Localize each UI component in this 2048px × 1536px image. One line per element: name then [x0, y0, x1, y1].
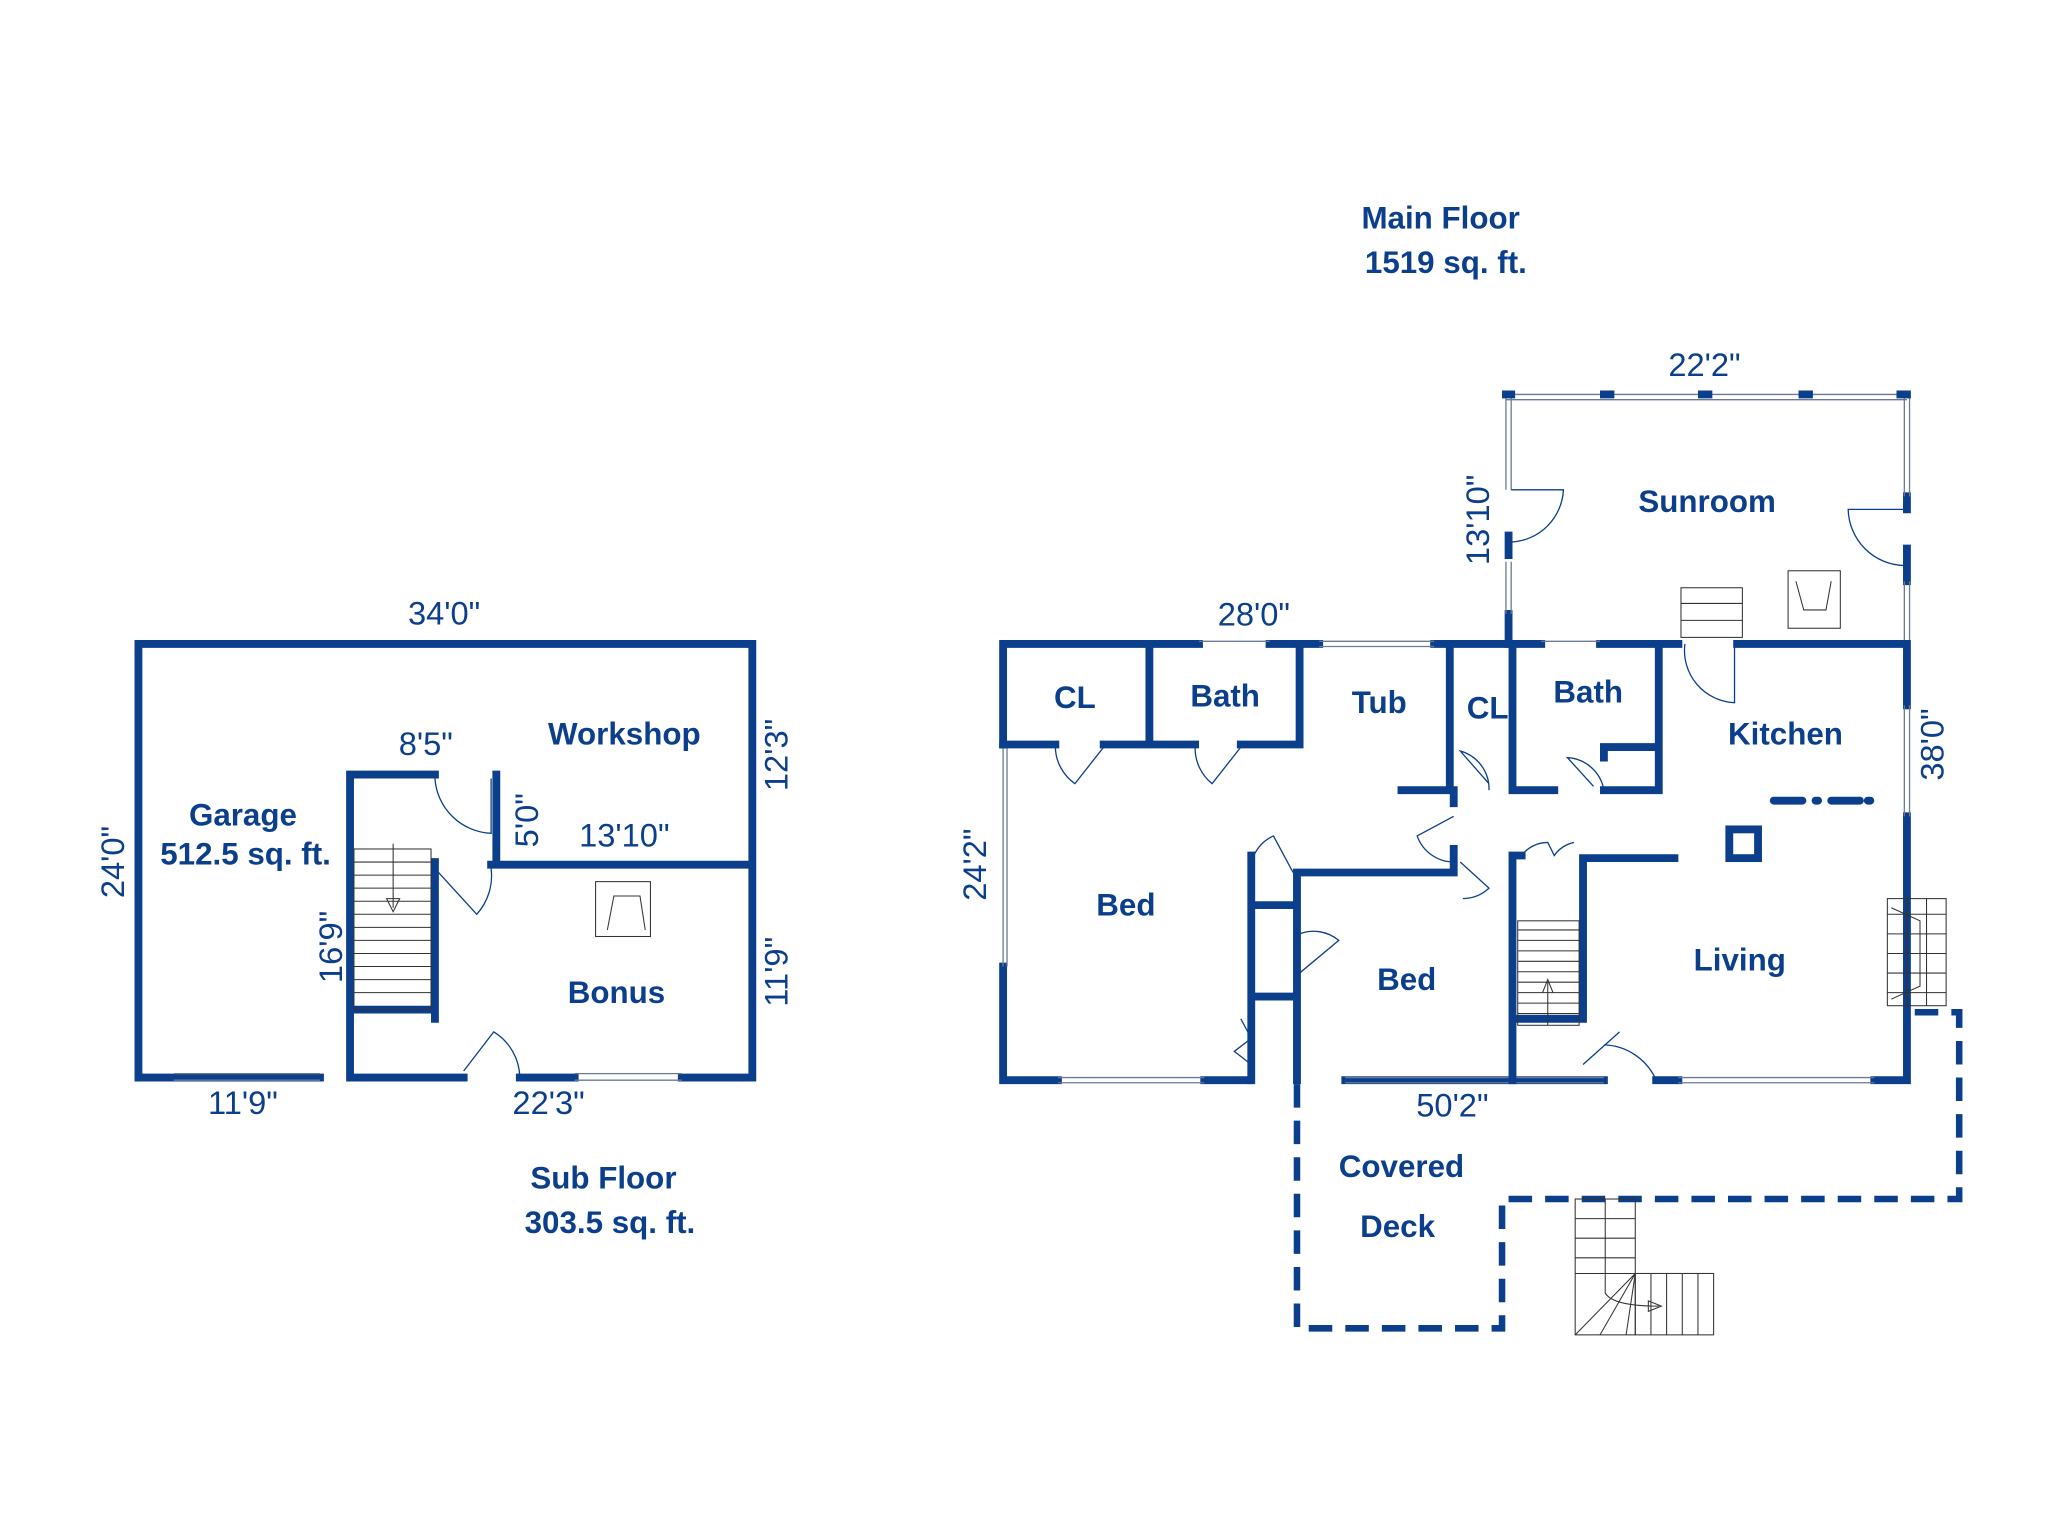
room-garage: Garage	[189, 797, 297, 832]
room-closet-1: CL	[1054, 680, 1096, 715]
dim-closet: 5'0"	[508, 793, 545, 847]
room-kitchen: Kitchen	[1728, 716, 1843, 751]
sub-floor-area: 303.5 sq. ft.	[525, 1205, 696, 1240]
room-closet-2: CL	[1467, 690, 1509, 725]
sunroom-fixtures	[1680, 570, 1841, 638]
dim-sunroom-top: 22'2"	[1668, 346, 1740, 383]
dim-stair-top: 8'5"	[399, 725, 453, 762]
room-bath-2: Bath	[1553, 675, 1623, 710]
dim-mid: 13'10"	[579, 816, 669, 853]
dim-sunroom-side: 13'10"	[1459, 475, 1496, 565]
fireplace-icon	[1886, 898, 1947, 1007]
main-floor-area: 1519 sq. ft.	[1365, 245, 1527, 280]
room-tub: Tub	[1352, 685, 1407, 720]
room-bonus: Bonus	[568, 975, 665, 1010]
dim-sub-left: 24'0"	[94, 826, 131, 898]
dim-bottom-left: 11'9"	[208, 1084, 278, 1121]
dim-stair-side: 16'9"	[312, 911, 349, 983]
dim-bottom-right: 22'3"	[512, 1084, 584, 1121]
room-sunroom: Sunroom	[1638, 484, 1776, 519]
dim-right-bottom: 11'9"	[758, 937, 795, 1007]
room-workshop: Workshop	[548, 716, 701, 751]
main-stairs	[1517, 920, 1580, 1026]
dim-sub-top: 34'0"	[408, 594, 480, 631]
room-bed-1: Bed	[1096, 888, 1155, 923]
room-bath-1: Bath	[1190, 679, 1260, 714]
room-living: Living	[1694, 942, 1786, 977]
sub-floor-title: Sub Floor	[530, 1161, 676, 1196]
dim-main-right: 38'0"	[1914, 708, 1951, 780]
deck-stairs	[1574, 1198, 1715, 1336]
dim-main-bottom: 50'2"	[1416, 1087, 1488, 1124]
room-deck: Deck	[1360, 1209, 1435, 1244]
sub-floor-plan: 34'0" 24'0" 8'5" 16'9" 5'0" 13'10" 12'3"…	[94, 594, 795, 1240]
dim-main-top: 28'0"	[1218, 596, 1290, 633]
main-floor-title: Main Floor	[1361, 201, 1519, 236]
garage-area: 512.5 sq. ft.	[160, 837, 331, 872]
dim-main-left: 24'2"	[956, 829, 993, 901]
stairs	[353, 843, 432, 1011]
water-heater-icon	[595, 881, 651, 938]
room-bed-2: Bed	[1377, 962, 1436, 997]
covered-deck-outline	[1293, 1008, 1963, 1332]
room-covered: Covered	[1339, 1149, 1464, 1184]
dim-right-top: 12'3"	[758, 719, 795, 791]
kitchen-island	[1725, 825, 1762, 863]
main-floor-plan: Main Floor 1519 sq. ft. 22'2" 13'10" 28'…	[956, 201, 1963, 1336]
